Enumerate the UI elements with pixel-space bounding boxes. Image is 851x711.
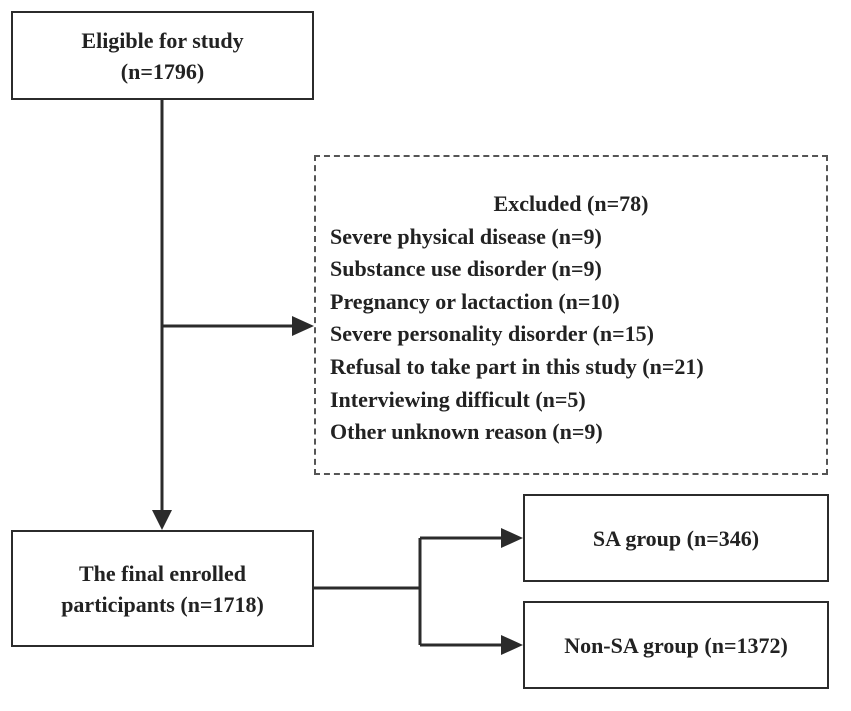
exclusion-reason: Refusal to take part in this study (n=21…	[330, 353, 704, 379]
final-enrolled-box: The final enrolled participants (n=1718)	[11, 530, 314, 647]
sa-arrowhead	[501, 528, 523, 548]
main-flow-arrowhead	[152, 510, 172, 530]
exclusion-reason: Substance use disorder (n=9)	[330, 256, 602, 282]
sa-group-label: SA group (n=346)	[592, 525, 760, 551]
sa-group-box: SA group (n=346)	[523, 494, 829, 582]
eligible-box: Eligible for study (n=1796)	[11, 11, 314, 100]
final-enrolled-label: The final enrolled	[78, 560, 247, 586]
non-sa-arrowhead	[501, 635, 523, 655]
exclusion-reason: Other unknown reason (n=9)	[330, 419, 603, 445]
exclusion-reason: Pregnancy or lactaction (n=10)	[330, 288, 620, 314]
excluded-box: Excluded (n=78) Severe physical disease …	[314, 155, 828, 475]
exclusion-reason: Interviewing difficult (n=5)	[330, 386, 586, 412]
eligible-label: Eligible for study	[81, 27, 244, 53]
exclusion-reason: Severe physical disease (n=9)	[330, 223, 602, 249]
eligible-count: (n=1796)	[120, 58, 205, 84]
final-enrolled-count: participants (n=1718)	[61, 591, 264, 617]
non-sa-group-box: Non-SA group (n=1372)	[523, 601, 829, 689]
non-sa-group-label: Non-SA group (n=1372)	[564, 632, 788, 658]
exclusion-reason: Severe personality disorder (n=15)	[330, 321, 654, 347]
excluded-title: Excluded (n=78)	[493, 191, 649, 216]
exclusion-arrowhead	[292, 316, 314, 336]
